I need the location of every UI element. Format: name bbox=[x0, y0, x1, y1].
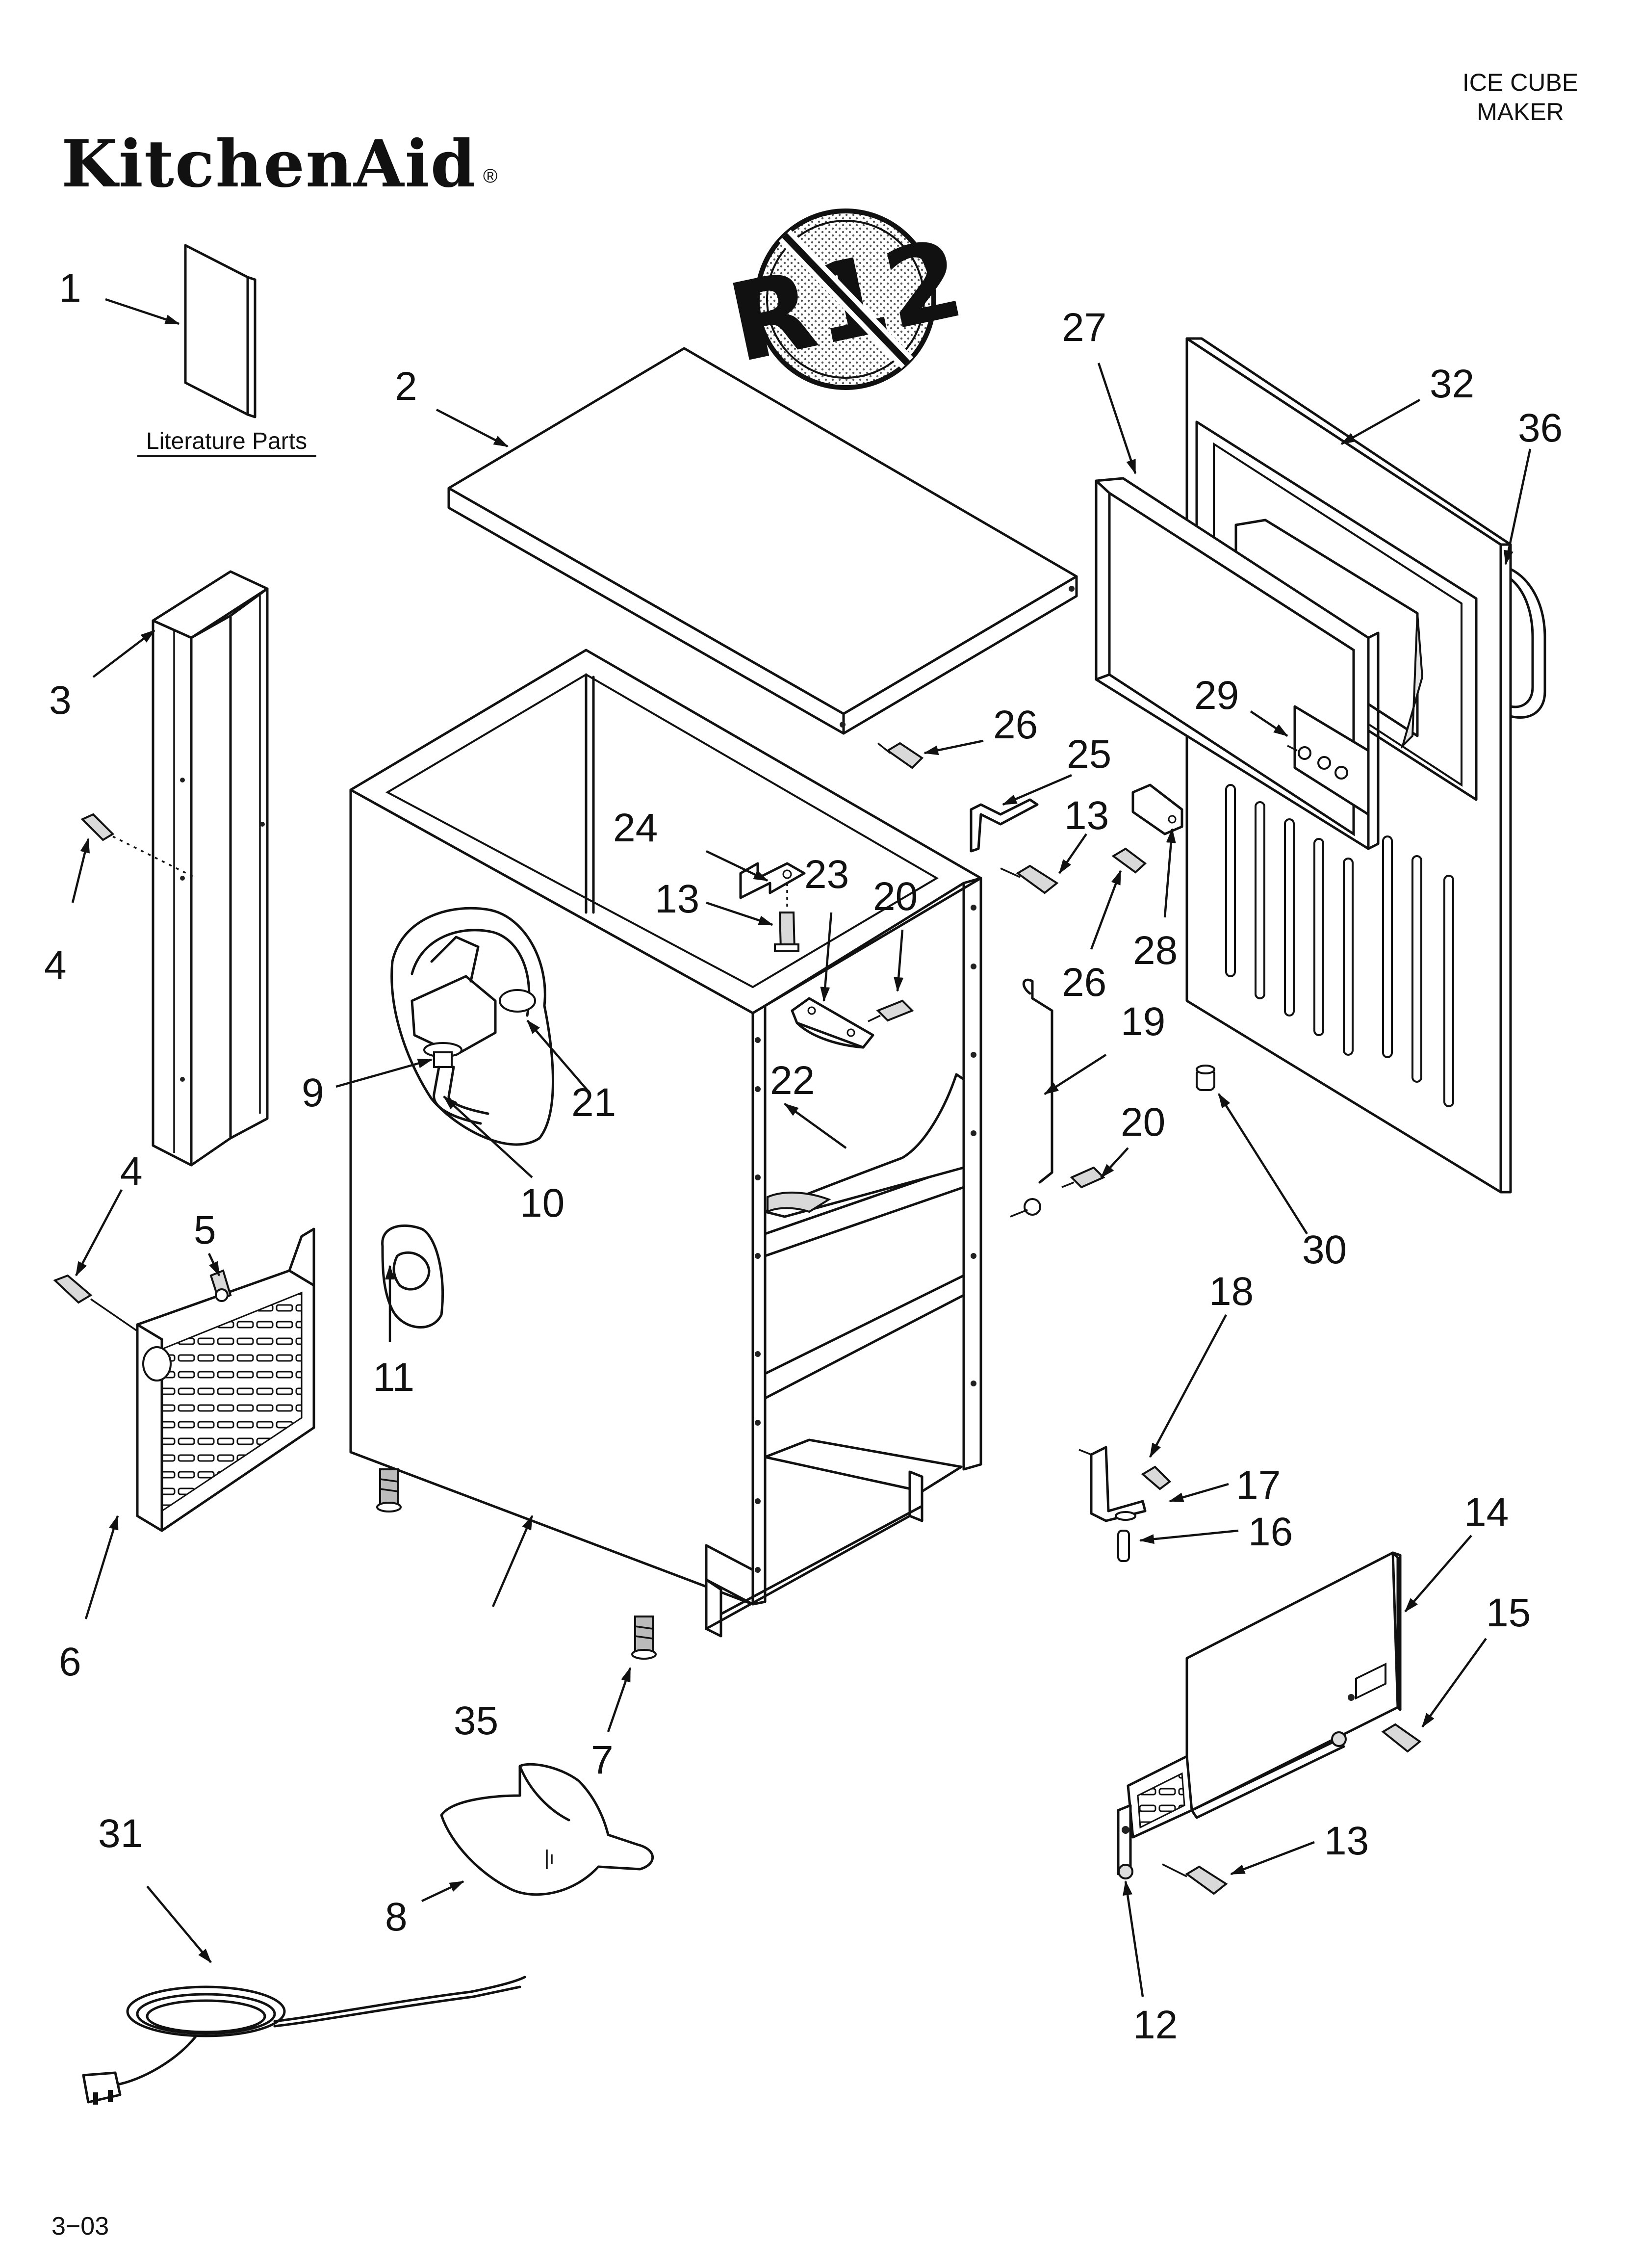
part-18-hinge-bracket bbox=[1078, 1446, 1147, 1522]
part-6-grille bbox=[136, 1227, 315, 1532]
brand-logo: KitchenAid ® bbox=[61, 126, 497, 202]
callout-12: 12 bbox=[1133, 2003, 1178, 2047]
callout-13-upper: 13 bbox=[655, 877, 699, 921]
part-7-leg-left bbox=[376, 1468, 402, 1512]
leader-lines bbox=[71, 298, 1532, 1997]
part-4-screw-upper bbox=[80, 813, 197, 879]
part-12-kick-bracket bbox=[1117, 1731, 1347, 1879]
callout-22: 22 bbox=[770, 1058, 815, 1103]
callout-18: 18 bbox=[1209, 1269, 1254, 1314]
part-29-control-buttons bbox=[1287, 705, 1370, 816]
callout-1: 1 bbox=[59, 266, 81, 311]
callout-32: 32 bbox=[1430, 362, 1474, 406]
part-25-clip bbox=[970, 798, 1039, 853]
part-32-door-panel bbox=[1185, 337, 1512, 1194]
brand-registered-mark: ® bbox=[483, 165, 497, 187]
part-30-foot bbox=[1196, 1065, 1215, 1091]
callout-13-lower: 13 bbox=[1324, 1819, 1369, 1863]
callout-28: 28 bbox=[1133, 928, 1178, 973]
part-20-screw-upper bbox=[868, 999, 914, 1022]
part-7-leg-right bbox=[631, 1616, 657, 1660]
part-16-pin bbox=[1117, 1530, 1130, 1562]
callout-14: 14 bbox=[1464, 1490, 1509, 1535]
part-23-hinge bbox=[791, 997, 874, 1049]
callout-4-lower: 4 bbox=[120, 1149, 143, 1194]
door-vent-slots bbox=[1225, 784, 1454, 1107]
part-19-rod bbox=[1010, 978, 1053, 1218]
product-title-line2: MAKER bbox=[1477, 98, 1564, 126]
callout-31: 31 bbox=[98, 1811, 143, 1856]
part-36-gasket-tube bbox=[1509, 568, 1546, 719]
callout-13-middle: 13 bbox=[1064, 793, 1109, 838]
part-20-screw-lower bbox=[1061, 1166, 1105, 1189]
brand-name: KitchenAid bbox=[61, 126, 477, 202]
part-11-grommet bbox=[381, 1225, 444, 1329]
part-4-screw-lower bbox=[53, 1274, 143, 1335]
callout-27: 27 bbox=[1062, 305, 1106, 350]
part-3-side-channel bbox=[152, 570, 269, 1167]
callout-10: 10 bbox=[520, 1181, 564, 1225]
part-26-screw-upper bbox=[877, 742, 924, 769]
callout-20-upper: 20 bbox=[873, 874, 918, 919]
callout-25: 25 bbox=[1067, 732, 1111, 777]
callout-15: 15 bbox=[1486, 1590, 1531, 1635]
part-13-screw-upper bbox=[774, 883, 799, 952]
callout-17: 17 bbox=[1236, 1463, 1281, 1508]
part-2-top-panel bbox=[447, 347, 1078, 735]
part-13-screw-lower bbox=[1162, 1863, 1228, 1895]
part-35-cabinet bbox=[349, 649, 982, 1638]
callout-26-upper: 26 bbox=[993, 703, 1038, 747]
callout-29: 29 bbox=[1194, 673, 1239, 718]
callout-21: 21 bbox=[571, 1080, 616, 1125]
callout-23: 23 bbox=[804, 852, 849, 897]
part-8-ice-scoop bbox=[440, 1763, 654, 1896]
callout-36: 36 bbox=[1518, 406, 1563, 450]
callout-20-lower: 20 bbox=[1121, 1100, 1165, 1145]
part-21-drain-cup bbox=[390, 907, 554, 1146]
literature-parts-label: Literature Parts bbox=[146, 428, 307, 454]
callout-5: 5 bbox=[194, 1208, 216, 1252]
part-31-power-cord bbox=[82, 1976, 526, 2105]
part-28-bracket bbox=[1131, 783, 1183, 835]
product-title-line1: ICE CUBE bbox=[1462, 69, 1578, 96]
part-13-screw-middle bbox=[1000, 864, 1059, 894]
callout-7: 7 bbox=[591, 1738, 614, 1782]
callout-9: 9 bbox=[302, 1070, 324, 1115]
callout-30: 30 bbox=[1302, 1227, 1347, 1272]
callout-8: 8 bbox=[385, 1895, 408, 1939]
callout-4-upper: 4 bbox=[44, 943, 67, 988]
page-code: 3−03 bbox=[51, 2212, 109, 2241]
part-15-screw bbox=[1381, 1723, 1422, 1753]
part-9-drain-fitting bbox=[423, 1042, 462, 1068]
no-r12-badge: R12 bbox=[719, 209, 973, 390]
callout-numbers: 1 2 3 4 4 5 6 7 8 9 10 11 12 13 13 13 14… bbox=[44, 266, 1563, 2047]
callout-3: 3 bbox=[49, 678, 72, 723]
callout-19: 19 bbox=[1121, 999, 1165, 1044]
callout-16: 16 bbox=[1248, 1510, 1293, 1554]
cabinet-rivets bbox=[755, 905, 976, 1573]
callout-6: 6 bbox=[59, 1640, 81, 1684]
part-17-washer bbox=[1115, 1465, 1172, 1521]
part-1-literature: Literature Parts bbox=[137, 244, 316, 457]
callout-2: 2 bbox=[395, 364, 417, 409]
part-26-screw-lower bbox=[1111, 847, 1147, 874]
callout-24: 24 bbox=[613, 806, 658, 850]
callout-11: 11 bbox=[373, 1355, 414, 1400]
callout-35: 35 bbox=[454, 1698, 498, 1743]
callout-26-lower: 26 bbox=[1062, 960, 1106, 1005]
product-title: ICE CUBE MAKER bbox=[1462, 69, 1578, 126]
